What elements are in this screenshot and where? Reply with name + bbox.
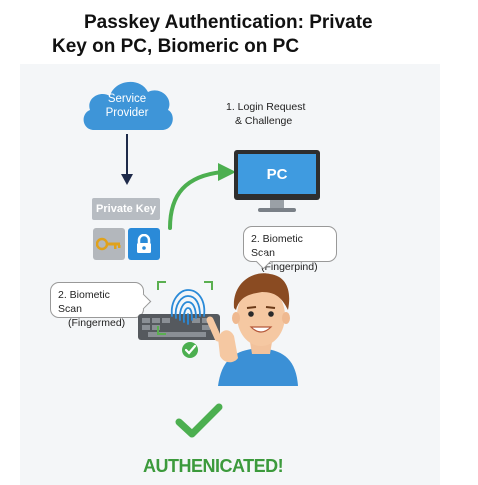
person-illustration (206, 273, 298, 386)
check-icon (175, 403, 223, 438)
service-provider-cloud: Service Provider (78, 72, 176, 132)
cloud-icon (83, 81, 173, 130)
service-provider-label-2: Provider (105, 107, 149, 119)
lock-icon (137, 234, 151, 253)
check-icon (182, 342, 198, 358)
authenticated-text: AUTHENICATED! (143, 456, 284, 476)
bubble-left-line-1: 2. Biometic Scan (58, 289, 110, 315)
title-line-2: Key on PC, Biomeric on PC (52, 36, 300, 57)
fingerprint-icon (170, 289, 206, 325)
bubble-right-line-2: (Fingerpind) (261, 261, 318, 273)
speech-bubble-right: 2. Biometic Scan (Fingerpind) (243, 226, 337, 273)
speech-bubble-left: 2. Biometic Scan (Fingermed) (50, 282, 152, 329)
pc-label: PC (238, 154, 316, 194)
pc-monitor: PC (234, 150, 320, 218)
private-key-label: Private Key (92, 198, 160, 220)
service-provider-label-1: Service (107, 93, 147, 105)
login-request-line-1: 1. Login Request (226, 101, 306, 113)
lock-tile (128, 228, 160, 260)
curved-arrow-icon (168, 163, 236, 230)
biometric-scene (138, 273, 298, 386)
monitor-stand (270, 200, 284, 208)
diagram-background (20, 64, 440, 485)
key-tile (93, 228, 125, 260)
title-line-1: Passkey Authentication: Private (84, 12, 373, 33)
bubble-left-line-2: (Fingermed) (68, 317, 126, 329)
bubble-right-line-1: 2. Biometic Scan (251, 233, 303, 259)
scanner-frame (157, 281, 213, 335)
arrow-down-icon (121, 134, 133, 185)
login-request-line-2: & Challenge (235, 115, 293, 127)
key-icon (96, 237, 121, 251)
login-request-text: 1. Login Request & Challenge (226, 100, 305, 128)
monitor-icon: PC (234, 150, 320, 200)
monitor-base (258, 208, 296, 212)
